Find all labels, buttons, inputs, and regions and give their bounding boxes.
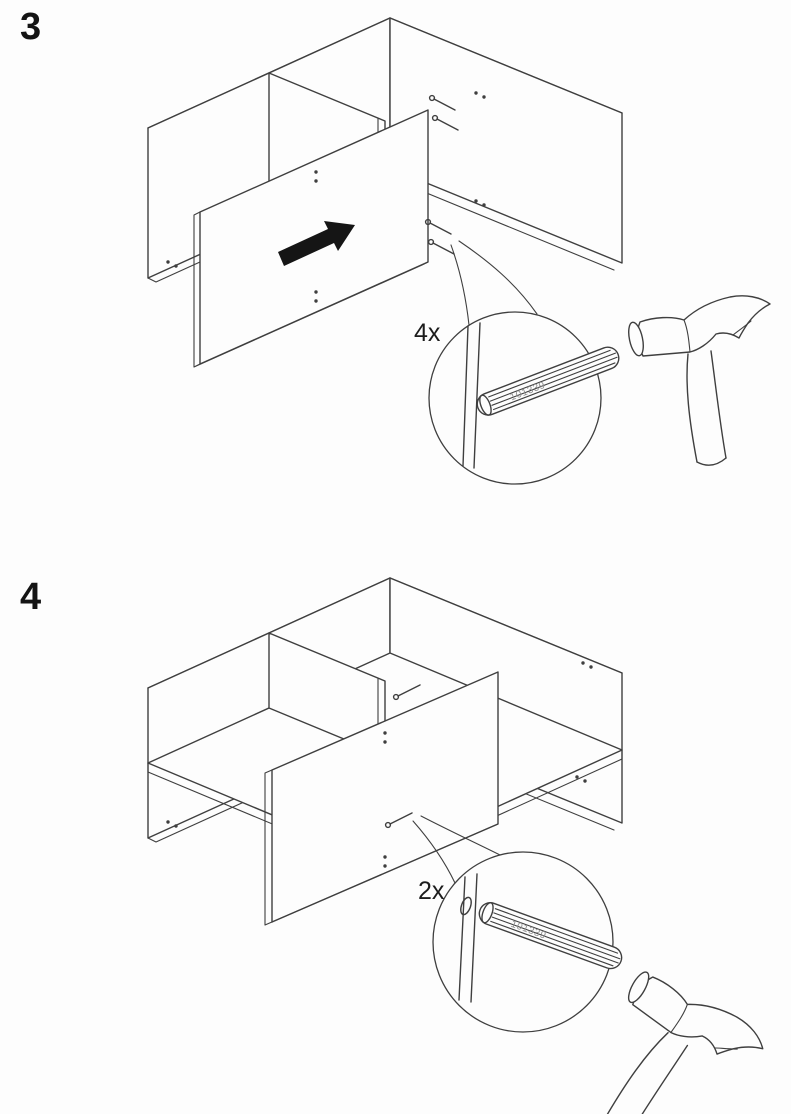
step-3-number: 3 (20, 6, 42, 48)
push-direction-arrow-icon (278, 221, 355, 266)
step-4-illustration: 101339 2x (147, 577, 769, 1114)
dowel-head (460, 896, 472, 916)
step-4-number: 4 (20, 576, 42, 618)
dowel-icon: 101339 (478, 902, 623, 970)
insert-panel (193, 109, 429, 368)
callout-leader (450, 240, 538, 326)
magnified-detail: 101339 (458, 873, 623, 1003)
step-3-illustration: 101339 4x (147, 17, 771, 485)
quantity-label: 2x (418, 877, 445, 905)
dowel-icon: 101339 (476, 346, 620, 416)
dowel-pins (424, 94, 459, 255)
callout-leader (412, 815, 501, 884)
magnifier-circle (432, 851, 614, 1033)
insert-panel (264, 671, 499, 926)
magnified-detail: 101339 (462, 322, 620, 469)
quantity-label: 4x (414, 319, 441, 347)
hammer-icon (625, 295, 771, 466)
dowel-pins (384, 684, 421, 829)
